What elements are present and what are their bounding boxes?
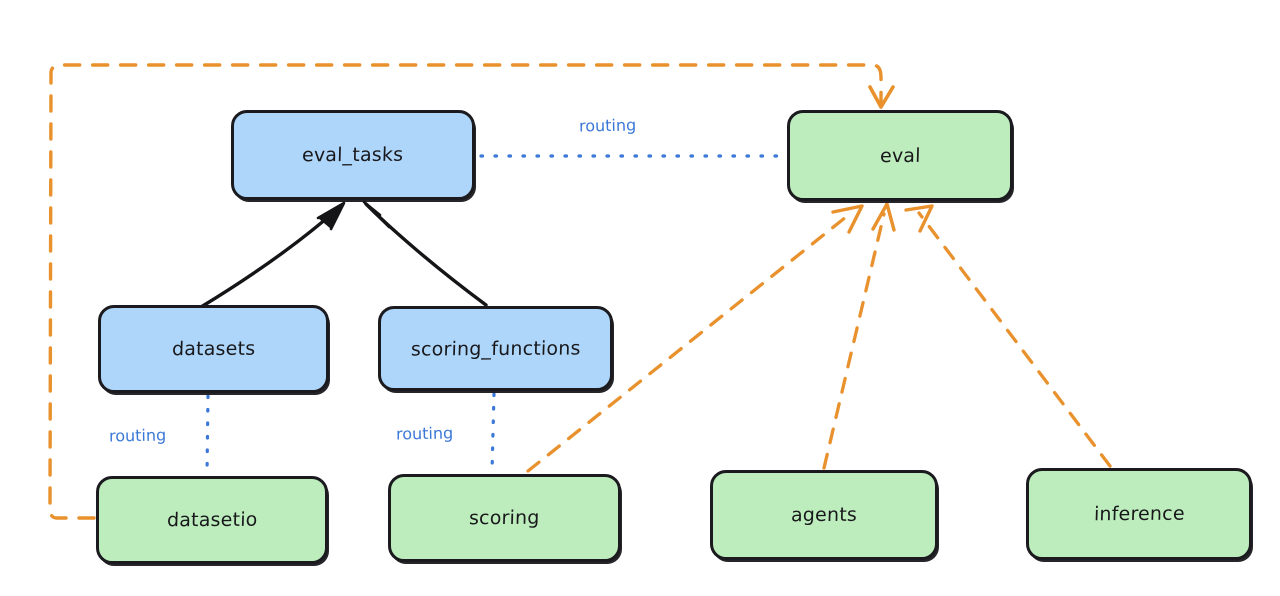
edge-label-routing-eval-tasks-eval: routing: [578, 115, 637, 136]
node-inference[interactable]: inference: [1026, 468, 1252, 560]
node-label: datasetio: [166, 508, 258, 532]
edge-scoring_functions-to-scoring: [490, 392, 496, 474]
node-eval[interactable]: eval: [787, 110, 1013, 201]
node-label: inference: [1093, 502, 1185, 526]
node-scoring[interactable]: scoring: [388, 474, 621, 562]
node-label: eval: [879, 144, 921, 167]
edge-datasets-to-datasetio: [205, 394, 210, 476]
node-datasetio[interactable]: datasetio: [96, 476, 328, 564]
node-label: eval_tasks: [302, 143, 404, 167]
node-eval-tasks[interactable]: eval_tasks: [231, 110, 475, 200]
node-label: scoring_functions: [410, 336, 581, 361]
node-agents[interactable]: agents: [710, 470, 938, 560]
node-label: datasets: [171, 337, 256, 361]
node-label: agents: [790, 503, 858, 527]
edge-datasets-to-eval_tasks: [199, 201, 346, 309]
edge-agents-to-eval: [822, 202, 896, 470]
edge-inference-to-eval: [904, 204, 1112, 468]
node-scoring-functions[interactable]: scoring_functions: [378, 306, 613, 391]
edge-label-routing-scoring-functions-scoring: routing: [395, 423, 454, 444]
edge-scoring_functions-to-eval_tasks: [362, 200, 488, 307]
edge-label-routing-datasets-datasetio: routing: [108, 425, 167, 446]
node-label: scoring: [468, 506, 541, 530]
node-datasets[interactable]: datasets: [98, 305, 329, 393]
